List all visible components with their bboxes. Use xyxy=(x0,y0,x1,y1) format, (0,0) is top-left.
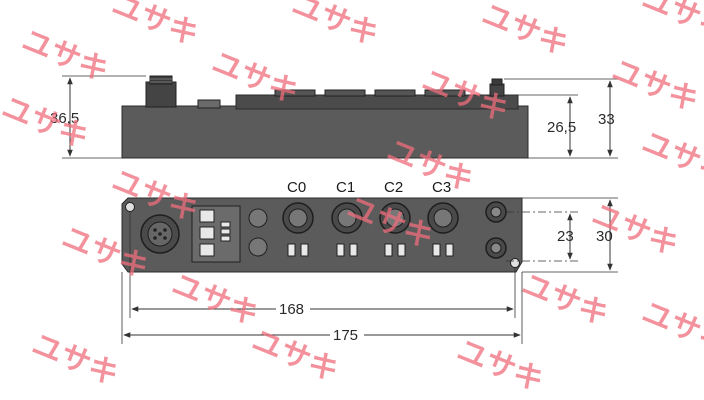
port-led xyxy=(287,243,296,257)
cap xyxy=(248,208,268,228)
dimension-label-bg xyxy=(276,300,310,316)
pin xyxy=(153,236,157,240)
pin xyxy=(153,228,157,232)
dip-switch-panel xyxy=(191,205,241,263)
side-view-dimensions: 36,5 26,5 33 xyxy=(50,75,618,159)
dimension-label-bg xyxy=(330,326,364,342)
port-connector-inner xyxy=(433,208,453,228)
dimension-label-23: 23 xyxy=(557,228,574,245)
watermark-text: ユサキ xyxy=(637,295,704,361)
side-view-m12-connector xyxy=(145,81,177,108)
channel-label-c1: C1 xyxy=(336,179,355,196)
port-led xyxy=(336,243,345,257)
watermark-text: ユサキ xyxy=(452,333,549,399)
port-led xyxy=(445,243,454,257)
watermark-text: ユサキ xyxy=(107,0,204,53)
bus-port-out-inner xyxy=(490,242,502,254)
dip-switch xyxy=(199,226,215,240)
channel-port-c3 xyxy=(427,202,459,257)
port-connector-inner xyxy=(288,208,308,228)
side-view-body xyxy=(121,105,529,159)
port-connector-inner xyxy=(337,208,357,228)
side-view-small-cap xyxy=(197,99,221,109)
watermark-text: ユサキ xyxy=(27,327,124,393)
front-view xyxy=(121,197,523,273)
side-view-port-bump xyxy=(374,89,416,97)
side-view-port-bump xyxy=(274,89,316,97)
channel-port-c0 xyxy=(282,202,314,257)
channel-port-c2 xyxy=(379,202,411,257)
dip-switch xyxy=(199,209,215,223)
watermark-text: ユサキ xyxy=(167,267,264,333)
pin xyxy=(163,236,167,240)
pin xyxy=(158,232,162,236)
status-led xyxy=(220,228,231,235)
status-led xyxy=(220,221,231,228)
pin xyxy=(163,228,167,232)
watermark-text: ユサキ xyxy=(247,323,344,389)
dimension-label-26-5: 26,5 xyxy=(547,119,576,136)
side-view-port-bump xyxy=(324,89,366,97)
channel-label-c2: C2 xyxy=(384,179,403,196)
side-view-m8-thread xyxy=(491,78,503,86)
dimension-label-36-5: 36,5 xyxy=(50,110,79,127)
channel-port-c1 xyxy=(331,202,363,257)
front-view-dimensions: 23 30 168 175 xyxy=(121,197,618,344)
port-led xyxy=(432,243,441,257)
dimension-label-30: 30 xyxy=(596,228,613,245)
dimension-label-175: 175 xyxy=(333,327,358,344)
dimension-label-168: 168 xyxy=(279,301,304,318)
watermark-text: ユサキ xyxy=(607,53,704,119)
side-view xyxy=(121,75,529,159)
watermark-text: ユサキ xyxy=(477,0,574,63)
dip-switch xyxy=(199,243,215,257)
watermark-text: ユサキ xyxy=(0,90,94,156)
side-view-port-bump xyxy=(424,89,466,97)
side-view-m12-thread xyxy=(149,75,173,85)
port-led xyxy=(397,243,406,257)
channel-labels: C0 C1 C2 C3 xyxy=(287,179,451,196)
channel-label-c0: C0 xyxy=(287,179,306,196)
watermark-text: ユサキ xyxy=(17,23,114,89)
port-connector-inner xyxy=(385,208,405,228)
cap xyxy=(248,237,268,257)
port-led xyxy=(384,243,393,257)
channel-label-c3: C3 xyxy=(432,179,451,196)
status-led xyxy=(220,235,231,242)
bus-port-in-inner xyxy=(490,206,502,218)
port-led xyxy=(300,243,309,257)
dimension-label-33: 33 xyxy=(598,111,615,128)
mounting-hole xyxy=(510,258,520,268)
mounting-hole xyxy=(125,202,135,212)
watermark-text: ユサキ xyxy=(517,267,614,333)
watermark-text: ユサキ xyxy=(287,0,384,53)
port-led xyxy=(349,243,358,257)
watermark-text: ユサキ xyxy=(587,197,684,263)
watermark-text: ユサキ xyxy=(637,125,704,191)
watermark-text: ユサキ xyxy=(637,0,704,47)
